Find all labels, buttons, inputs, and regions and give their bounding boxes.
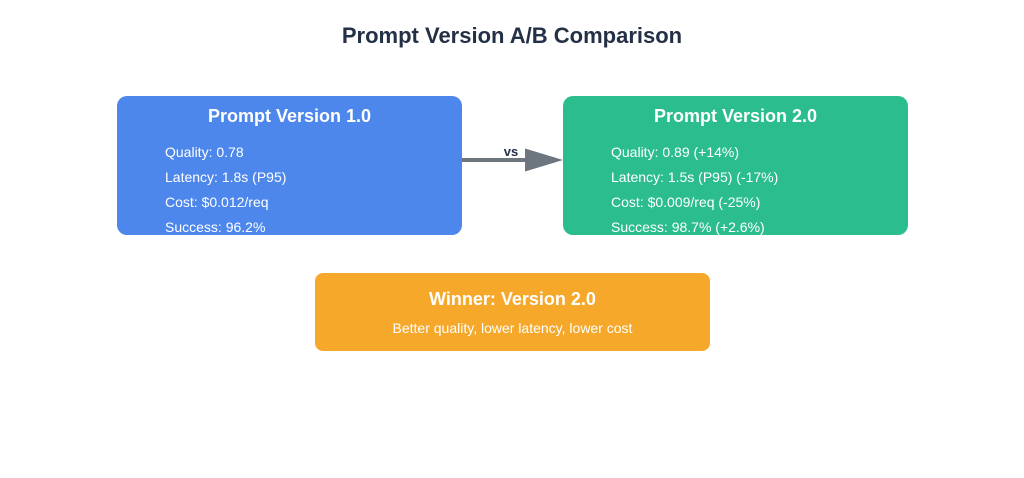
- version-a-card: Prompt Version 1.0 Quality: 0.78 Latency…: [117, 96, 462, 235]
- version-a-metric-quality: Quality: 0.78: [165, 144, 244, 160]
- version-b-title: Prompt Version 2.0: [653, 106, 818, 126]
- version-b-metric-cost: Cost: $0.009/req (-25%): [611, 194, 761, 210]
- version-a-metric-latency: Latency: 1.8s (P95): [165, 169, 287, 185]
- winner-card: Winner: Version 2.0 Better quality, lowe…: [315, 273, 710, 351]
- version-a-title: Prompt Version 1.0: [207, 106, 372, 126]
- version-b-metric-latency: Latency: 1.5s (P95) (-17%): [611, 169, 779, 185]
- vs-arrow-head: [525, 148, 563, 172]
- version-b-card: Prompt Version 2.0 Quality: 0.89 (+14%) …: [563, 96, 908, 235]
- version-a-metric-cost: Cost: $0.012/req: [165, 194, 269, 210]
- version-a-metrics: Quality: 0.78 Latency: 1.8s (P95) Cost: …: [165, 140, 462, 235]
- version-b-metric-quality: Quality: 0.89 (+14%): [611, 144, 740, 160]
- winner-subtitle: Better quality, lower latency, lower cos…: [392, 320, 633, 336]
- vs-arrow-icon: [462, 148, 563, 172]
- winner-title: Winner: Version 2.0: [429, 289, 596, 309]
- version-a-metric-success: Success: 96.2%: [165, 219, 266, 235]
- version-b-metrics: Quality: 0.89 (+14%) Latency: 1.5s (P95)…: [611, 140, 908, 235]
- version-b-metric-success: Success: 98.7% (+2.6%): [611, 219, 765, 235]
- page-title: Prompt Version A/B Comparison: [341, 23, 683, 48]
- vs-label: vs: [503, 144, 519, 159]
